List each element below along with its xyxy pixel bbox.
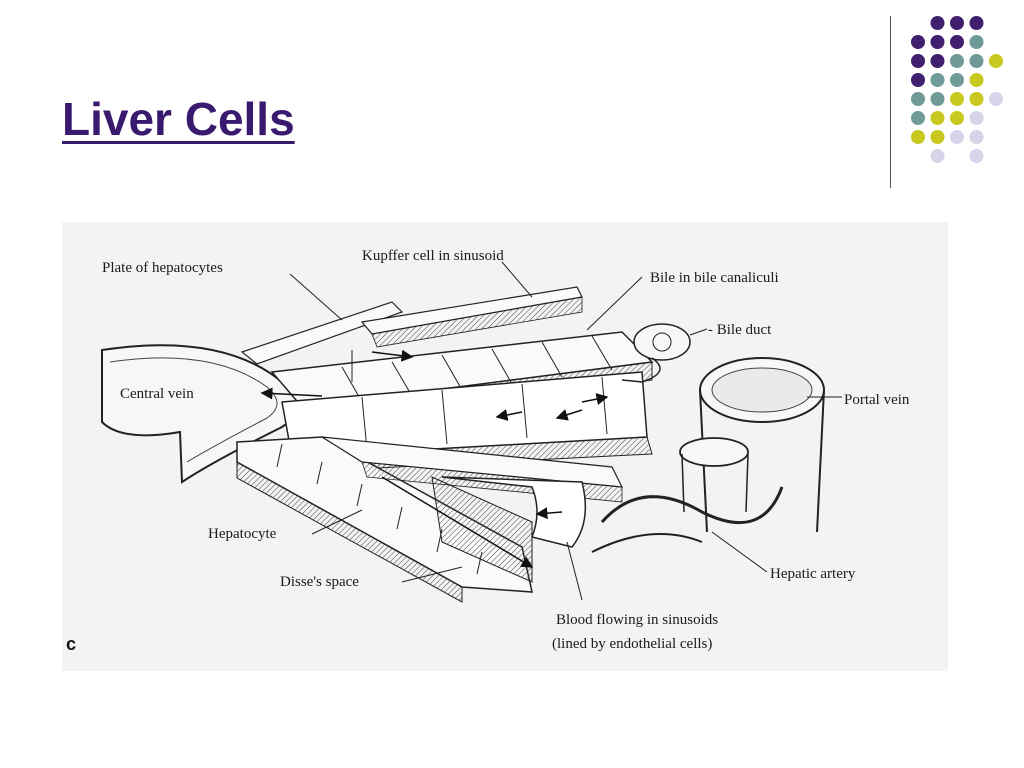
liver-diagram: Plate of hepatocytes Kupffer cell in sin… (62, 222, 948, 671)
decorative-dot (969, 92, 984, 106)
label-blood-flowing-line-2: (lined by endothelial cells) (552, 636, 712, 652)
label-portal-vein: Portal vein (844, 392, 910, 408)
decorative-dot (969, 54, 984, 68)
label-central-vein: Central vein (120, 386, 194, 402)
label-bile-duct: - Bile duct (708, 322, 772, 338)
decorative-dot (930, 130, 945, 144)
decorative-dot (930, 92, 945, 106)
decorative-dot (950, 35, 964, 49)
decorative-dot (930, 35, 945, 49)
decorative-dot (950, 111, 964, 125)
decorative-dot (969, 149, 984, 163)
header-divider (890, 16, 891, 188)
decorative-dot (969, 73, 984, 87)
decorative-dot (911, 130, 925, 144)
decorative-dot (911, 54, 925, 68)
decorative-dot (911, 35, 925, 49)
decorative-dot (969, 130, 984, 144)
decorative-dot (930, 149, 945, 163)
decorative-dot (911, 92, 925, 106)
decorative-dot (950, 92, 964, 106)
decorative-dot (950, 73, 964, 87)
label-plate-of-hepatocytes: Plate of hepatocytes (102, 260, 223, 276)
decorative-dot (989, 92, 1003, 106)
leader-lines (289, 261, 842, 601)
decorative-dot (950, 130, 964, 144)
label-bile-canaliculi: Bile in bile canaliculi (650, 270, 779, 286)
bile-duct-shape (621, 323, 691, 383)
slide-title: Liver Cells (62, 93, 295, 145)
decorative-dot (969, 35, 984, 49)
lower-hepatocyte-plate (236, 436, 624, 603)
decorative-dot (950, 54, 964, 68)
label-hepatic-artery: Hepatic artery (770, 566, 856, 582)
liver-diagram-drawing: Plate of hepatocytes Kupffer cell in sin… (66, 248, 910, 654)
decorative-dot (930, 111, 945, 125)
label-blood-flowing-line-1: Blood flowing in sinusoids (556, 612, 718, 628)
decorative-dot (930, 16, 945, 30)
decorative-dot (969, 16, 984, 30)
label-kupffer-cell: Kupffer cell in sinusoid (362, 248, 504, 264)
portal-vein-shape (699, 357, 825, 533)
decorative-dot (911, 73, 925, 87)
decorative-dot (989, 54, 1003, 68)
decorative-dot (930, 73, 945, 87)
decorative-dot (950, 16, 964, 30)
decorative-dot (969, 111, 984, 125)
decorative-dot (930, 54, 945, 68)
panel-letter: c (66, 634, 76, 654)
label-disses-space: Disse's space (280, 574, 359, 590)
decorative-dot (911, 111, 925, 125)
hepatic-artery-shape (591, 437, 784, 553)
central-vein-shape (101, 344, 298, 484)
decorative-dot-grid (911, 16, 1003, 163)
label-hepatocyte: Hepatocyte (208, 526, 277, 542)
